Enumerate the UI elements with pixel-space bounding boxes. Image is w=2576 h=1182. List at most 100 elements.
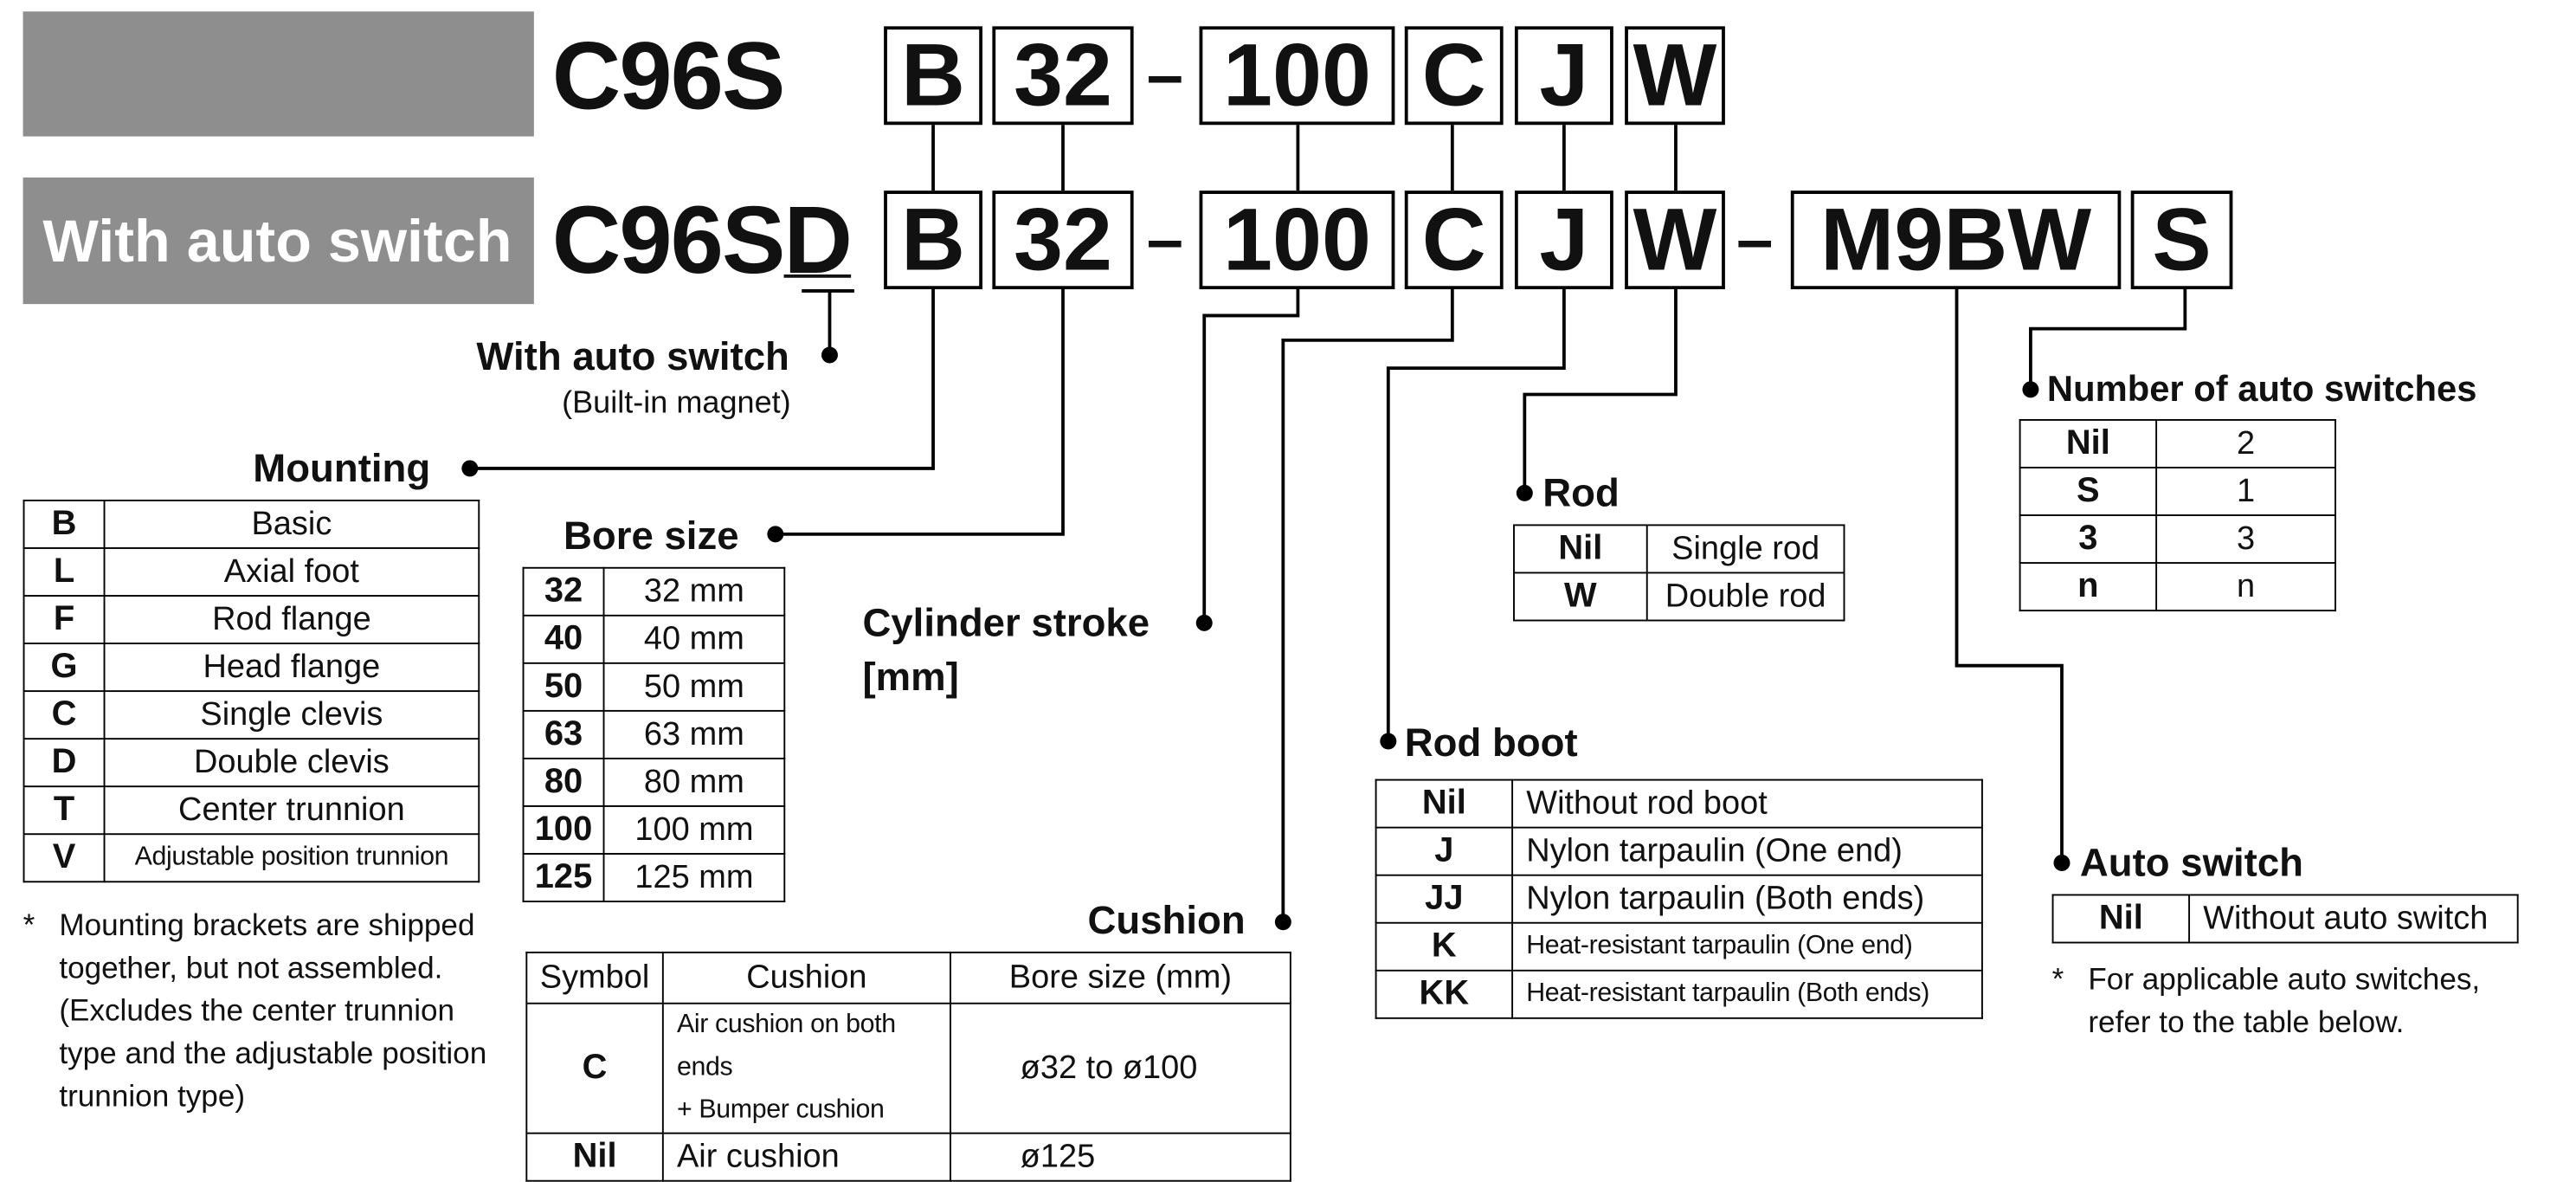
auto-switch-designator: D [783,187,853,294]
built-in-magnet-label: (Built-in magnet) [562,386,791,421]
rod-boot-label: Rod boot [1404,721,1578,766]
code-cell: S [2019,467,2158,516]
top-code-rod-boot: J [1514,26,1613,126]
value-cell: Center trunnion [103,785,480,836]
cushion-symbol: C [525,1002,664,1134]
value-cell: Basic [103,499,480,549]
value-cell: Rod flange [103,595,480,645]
code-cell: Nil [1375,778,1514,829]
cushion-label: Cushion [1087,899,1246,944]
code-cell: G [23,643,106,693]
top-code-rod: W [1625,26,1725,126]
bottom-code-auto-switch: M9BW [1790,191,2122,290]
value-cell: Heat-resistant tarpaulin (Both ends) [1511,969,1983,1019]
top-code-bore: 32 [992,26,1134,126]
code-cell: JJ [1375,874,1514,924]
code-cell: Nil [2019,418,2158,468]
with-auto-switch-label: With auto switch [476,335,789,380]
value-cell: n [2155,562,2336,612]
bottom-code-switch-count: S [2130,191,2233,290]
value-cell: Double clevis [103,738,480,788]
cushion-bore-range: ø125 [950,1132,1291,1182]
top-code-cushion: C [1404,26,1504,126]
cylinder-stroke-unit: [mm] [862,656,959,701]
cylinder-stroke-label: Cylinder stroke [862,601,1150,646]
auto-switch-note: For applicable auto switches, refer to t… [2088,961,2481,1039]
cushion-header-cushion: Cushion [661,951,951,1004]
code-cell: 80 [522,757,605,807]
value-cell: Single rod [1645,524,1845,574]
rod-label: Rod [1542,471,1620,516]
code-cell: K [1375,921,1514,972]
cushion-description-line1: Air cushion on both ends [676,1011,896,1082]
top-code-mounting: B [884,26,983,126]
auto-switch-label: Auto switch [2079,841,2303,887]
number-of-auto-switches-label: Number of auto switches [2046,368,2477,410]
cushion-header-bore: Bore size (mm) [950,951,1291,1004]
code-cell: n [2019,562,2158,612]
value-cell: 50 mm [602,662,786,712]
value-cell: Axial foot [103,547,480,597]
code-cell: 3 [2019,514,2158,565]
code-cell: 100 [522,805,605,855]
value-cell: 2 [2155,418,2336,468]
value-cell: 80 mm [602,757,786,807]
cushion-description-line2: + Bumper cushion [676,1095,885,1125]
cushion-symbol: Nil [525,1132,664,1182]
code-cell: 63 [522,709,605,759]
code-cell: Nil [1513,524,1648,574]
cushion-header-symbol: Symbol [525,951,664,1004]
value-cell: Nylon tarpaulin (Both ends) [1511,874,1983,924]
value-cell: 3 [2155,514,2336,565]
cushion-description: Air cushion [661,1132,951,1182]
value-cell: 100 mm [602,805,786,855]
value-cell: Without rod boot [1511,778,1983,829]
cushion-table: Symbol Cushion Bore size (mm) C Air cush… [525,951,1291,1182]
bottom-dash-1: – [1146,203,1184,276]
code-cell: 50 [522,662,605,712]
code-cell: 40 [522,614,605,664]
mounting-note-star: * [23,907,35,942]
value-cell: Nylon tarpaulin (One end) [1511,826,1983,876]
bottom-model-code: C96SD [551,187,853,294]
bottom-code-mounting: B [884,191,983,290]
bottom-code-cushion: C [1404,191,1504,290]
value-cell: 125 mm [602,853,786,903]
auto-switch-note-star: * [2051,961,2064,997]
code-cell: 32 [522,566,605,617]
band-label: With auto switch [42,207,512,275]
value-cell: Adjustable position trunnion [103,833,480,883]
cushion-bore-range: ø32 to ø100 [950,1002,1291,1134]
mounting-note: Mounting brackets are shipped together, … [59,907,487,1113]
top-row-band [23,11,534,137]
code-cell: J [1375,826,1514,876]
bottom-code-stroke: 100 [1199,191,1395,290]
value-cell: Head flange [103,643,480,693]
code-cell: L [23,547,106,597]
bottom-code-bore: 32 [992,191,1134,290]
top-code-stroke: 100 [1199,26,1395,126]
value-cell: Without auto switch [2188,894,2519,944]
